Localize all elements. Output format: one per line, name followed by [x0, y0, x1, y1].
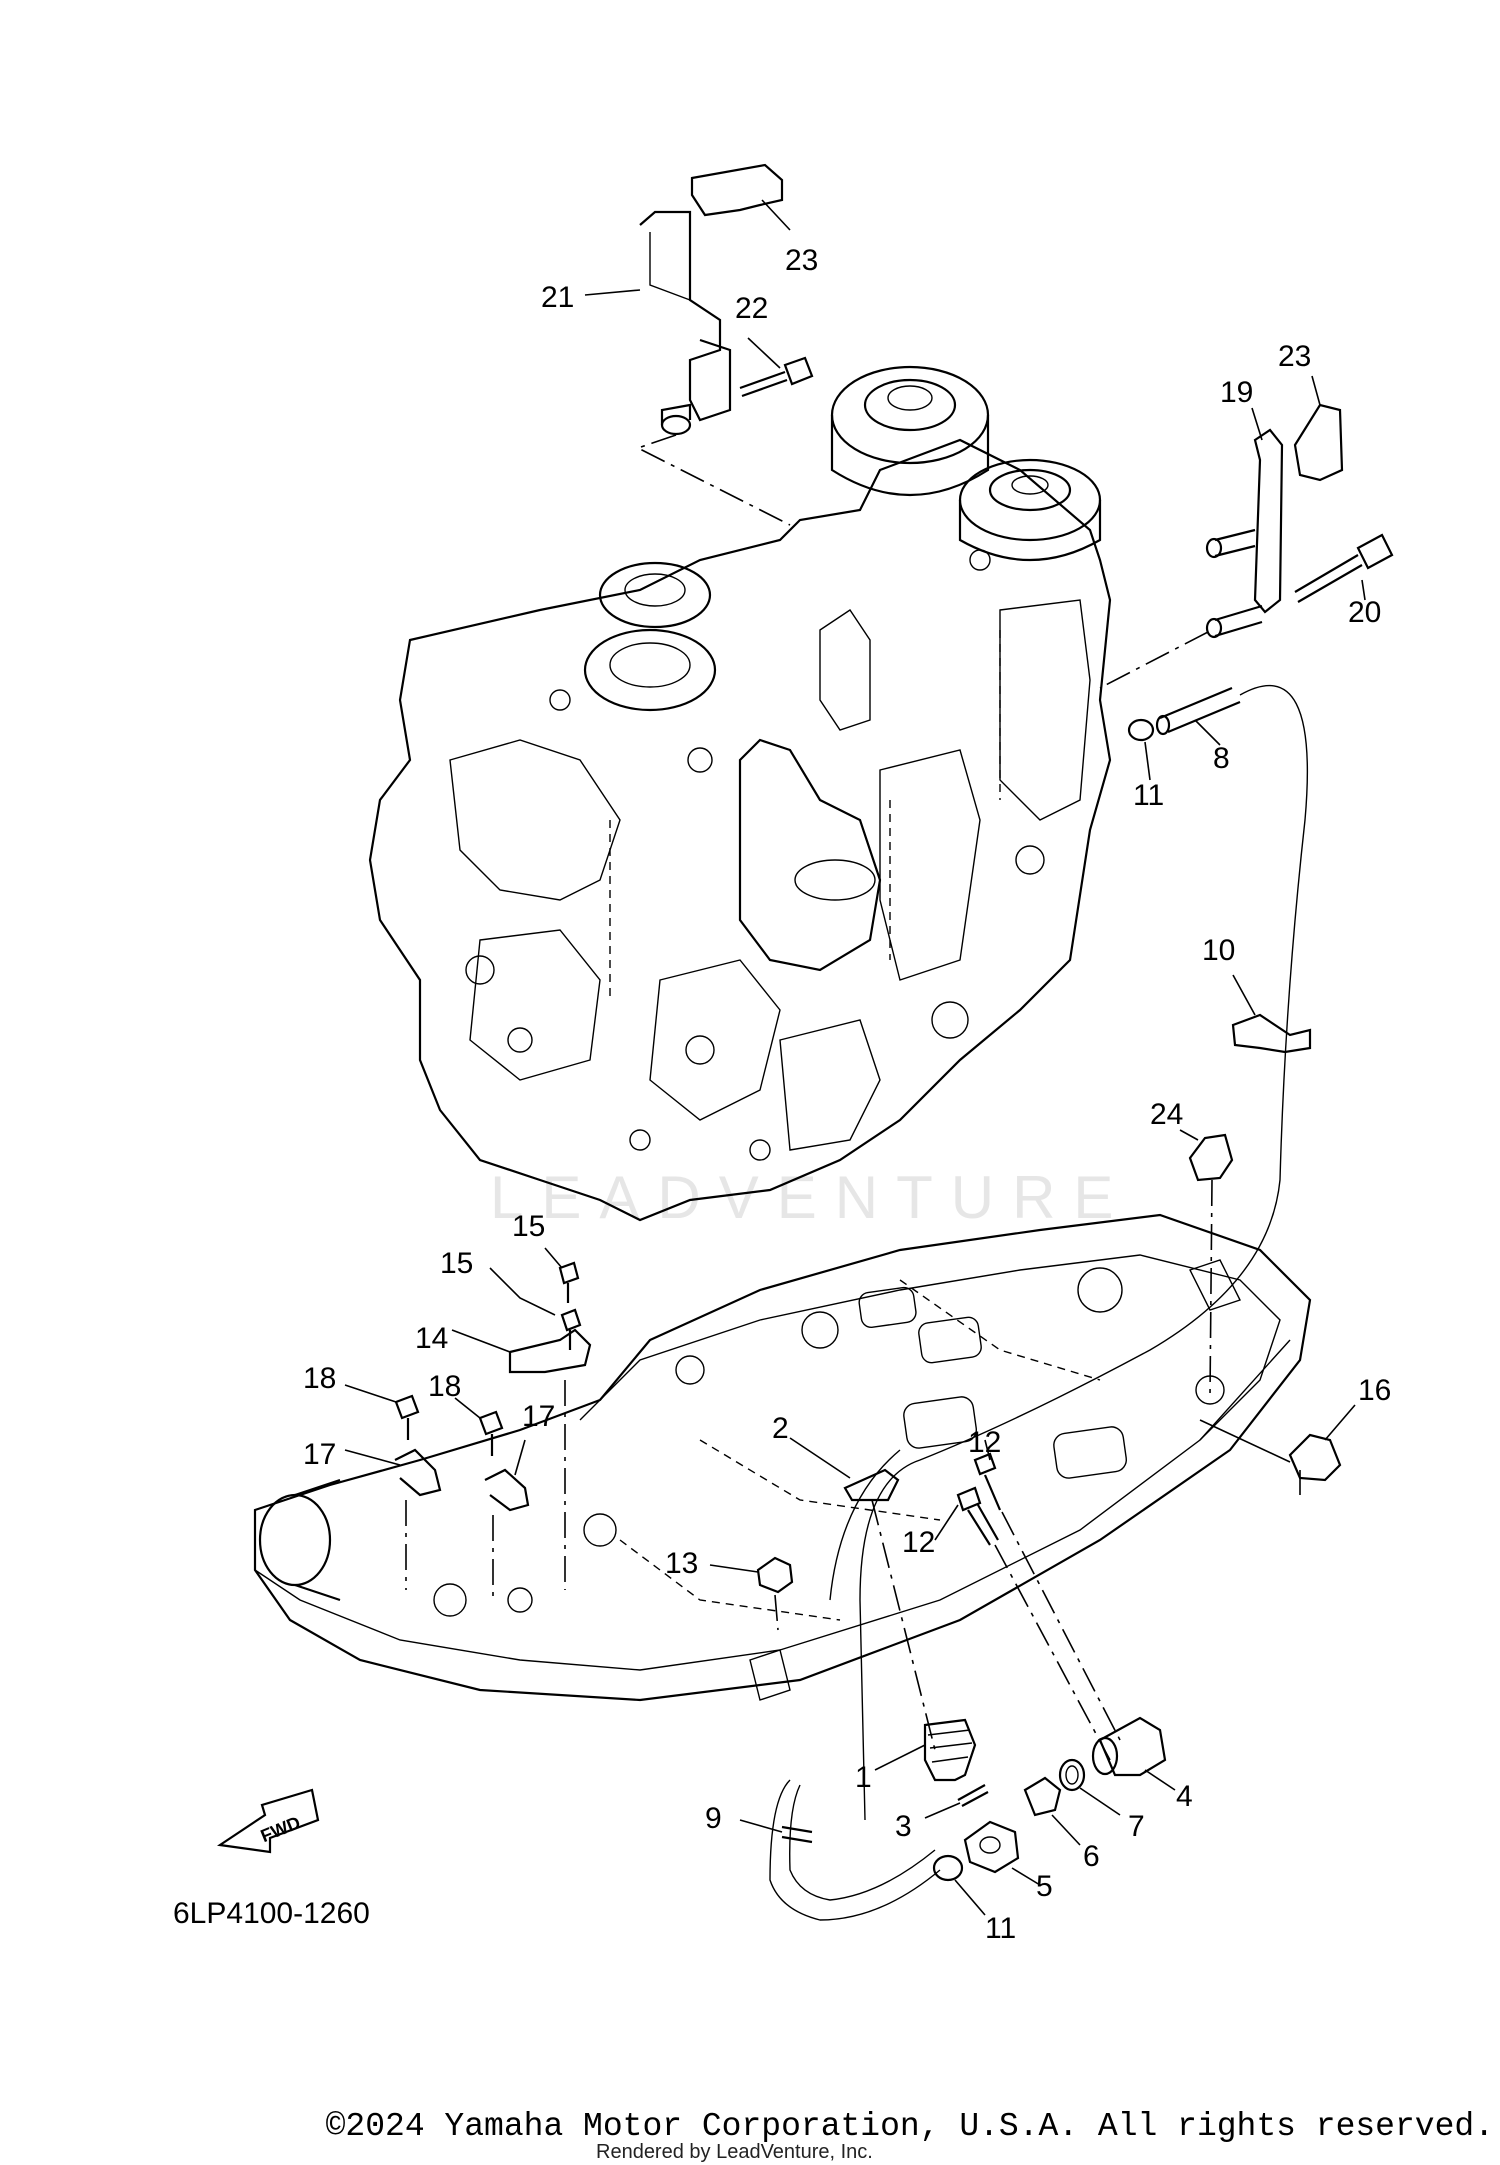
engine-block	[368, 365, 1112, 1222]
callout-2: 2	[772, 1412, 789, 1445]
callout-21: 21	[541, 281, 574, 314]
callout-24: 24	[1150, 1098, 1183, 1131]
callout-13: 13	[665, 1547, 698, 1580]
fwd-arrow-icon: FWD	[216, 1788, 320, 1854]
callout-20: 20	[1348, 596, 1381, 629]
part-8-pipe	[1159, 686, 1241, 734]
part-16-clamp	[1288, 1433, 1342, 1482]
callout-16: 16	[1358, 1374, 1391, 1407]
callout-5: 5	[1036, 1870, 1053, 1903]
callout-6: 6	[1083, 1840, 1100, 1873]
part-11-clip-upper	[1127, 718, 1155, 742]
callout-18-left: 18	[303, 1362, 336, 1395]
callout-19: 19	[1220, 376, 1253, 409]
callout-3: 3	[895, 1810, 912, 1843]
copyright-notice: ©2024 Yamaha Motor Corporation, U.S.A. A…	[325, 2108, 1494, 2145]
part-4-cap	[1098, 1716, 1167, 1777]
part-24-grommet	[1188, 1133, 1234, 1182]
part-22-bolt	[739, 370, 788, 398]
callout-18-right: 18	[428, 1370, 461, 1403]
part-18-bolt-b	[478, 1410, 504, 1456]
callout-14: 14	[415, 1322, 448, 1355]
callout-1: 1	[855, 1761, 872, 1794]
part-21-bracket	[639, 210, 732, 422]
part-14-bracket	[508, 1328, 592, 1374]
part-23-cap-right	[1293, 403, 1344, 482]
part-12-screw-b	[973, 1452, 1002, 1511]
part-5-nut	[963, 1820, 1020, 1874]
diagram-code: 6LP4100-1260	[173, 1897, 370, 1930]
part-17-clip-a	[394, 1448, 442, 1497]
part-20-bolt	[1294, 554, 1363, 603]
part-7-oring	[1058, 1758, 1086, 1792]
callout-11-lower: 11	[985, 1912, 1016, 1945]
callout-15-left: 15	[440, 1247, 473, 1280]
part-9-ring	[781, 1825, 813, 1844]
callout-10: 10	[1202, 934, 1235, 967]
part-15-bolt-b	[558, 1261, 580, 1303]
callout-9: 9	[705, 1802, 722, 1835]
part-15-bolt-a	[560, 1308, 582, 1350]
part-18-bolt-a	[394, 1394, 420, 1440]
part-3-pin	[957, 1784, 989, 1807]
part-12-screw-a	[956, 1486, 999, 1546]
fwd-label: FWD	[258, 1812, 303, 1846]
callout-22: 22	[735, 292, 768, 325]
part-2-plate	[843, 1468, 900, 1502]
callout-11-upper: 11	[1133, 779, 1164, 812]
part-11-clip-lower	[932, 1854, 964, 1882]
callout-8: 8	[1213, 742, 1230, 775]
callout-15-top: 15	[512, 1210, 545, 1243]
callout-12-bottom: 12	[902, 1526, 935, 1559]
hose-line	[829, 684, 1309, 1821]
rendered-by-text: Rendered by LeadVenture, Inc.	[596, 2141, 873, 2163]
callout-4: 4	[1176, 1780, 1193, 1813]
callout-23-top: 23	[785, 244, 818, 277]
part-13-grommet	[756, 1556, 794, 1594]
callout-17-left: 17	[303, 1438, 336, 1471]
callout-7: 7	[1128, 1810, 1145, 1843]
watermark-text: LEADVENTURE	[490, 1164, 1131, 1231]
part-23-cap-top	[690, 163, 784, 217]
part-10-clip	[1231, 1013, 1312, 1054]
part-19-bracket	[1253, 428, 1284, 614]
part-6-fitting	[1023, 1776, 1062, 1817]
bottom-cowling	[253, 1213, 1312, 1702]
callout-23-right: 23	[1278, 340, 1311, 373]
callout-17-right: 17	[522, 1400, 555, 1433]
part-1-boot	[923, 1718, 977, 1782]
part-17-clip-b	[484, 1468, 530, 1512]
callout-12-top: 12	[968, 1426, 1001, 1459]
